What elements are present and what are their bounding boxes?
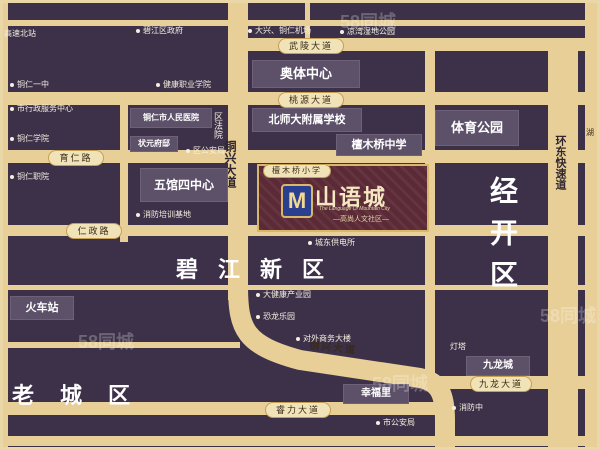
block-hospital: 铜仁市人民医院 (130, 108, 212, 128)
road-yuren (0, 150, 600, 163)
project-en: The Language Of Mountain City (319, 206, 390, 212)
project-mall[interactable]: 檀木桥小学 M 山语城 The Language Of Mountain Cit… (257, 164, 429, 232)
project-school-tag: 檀木桥小学 (263, 164, 331, 178)
poi-lighthouse: 灯塔 (450, 342, 466, 351)
poi-dot (186, 148, 190, 153)
road-bottom (0, 436, 600, 446)
watermark-58-c: 58同城 (372, 374, 429, 394)
poi-dot (452, 405, 456, 410)
poi-dot (136, 212, 140, 217)
poi-fire-center: 消防中 (452, 403, 483, 413)
block-aoti: 奥体中心 (252, 60, 360, 88)
block-wuguan: 五馆四中心 (140, 168, 228, 202)
project-name: 山语城 (315, 185, 388, 210)
block-zhuangyuan: 状元府邸 (130, 136, 178, 152)
poi-health-college: 健康职业学院 (156, 80, 211, 90)
poi-gaosu-north: 高速北站 (4, 29, 36, 38)
poi-business-tower: 对外商务大楼 (296, 334, 351, 344)
road-label-wuling: 武陵大道 (278, 38, 344, 54)
poi-dot (376, 420, 380, 425)
block-beishi: 北师大附属学校 (252, 108, 362, 132)
poi-tongren-no1: 铜仁一中 (10, 80, 49, 90)
road-tongxing-vertical (228, 0, 248, 300)
road-label-tongxing-vertical: 铜兴大道 (223, 140, 247, 188)
poi-district-police: 区公安局 (186, 146, 225, 156)
poi-tongren-zhiyuan: 铜仁职院 (10, 172, 49, 182)
poi-dot (340, 29, 344, 34)
poi-dot (136, 28, 140, 33)
road-huandong (548, 38, 578, 450)
poi-dot (296, 336, 300, 341)
district-bijiang: 碧江新区 (176, 257, 345, 282)
road-v3 (425, 38, 435, 388)
poi-dot (156, 82, 160, 87)
poi-dino-park: 恐龙乐园 (256, 312, 295, 322)
block-tiyu-park: 体育公园 (435, 110, 519, 146)
poi-lake: 湖 (586, 128, 594, 137)
project-slogan: —高尚人文社区— (333, 216, 389, 223)
road-label-jiulong: 九龙大道 (470, 376, 532, 392)
road-label-yuren: 育仁路 (48, 150, 104, 166)
road-v6 (585, 0, 600, 450)
district-jingkai-label: 经开区 (487, 176, 518, 302)
block-tanmuqiao-mid: 檀木桥中学 (336, 134, 422, 156)
poi-admin-center: 市行政服务中心 (10, 104, 73, 114)
poi-bijiang-gov: 碧江区政府 (136, 26, 183, 36)
poi-dot (248, 28, 252, 33)
poi-tongren-college: 铜仁学院 (10, 134, 49, 144)
block-train-station: 火车站 (10, 296, 74, 320)
poi-power-station: 城东供电所 (308, 238, 355, 248)
watermark-58-b: 58同城 (340, 12, 397, 32)
district-laocheng: 老城区 (12, 383, 157, 408)
poi-dot (308, 240, 312, 245)
poi-fire-training: 消防培训基地 (136, 210, 191, 220)
road-label-renzheng: 仁政路 (66, 223, 122, 239)
road-label-taoyuan: 桃源大道 (278, 92, 344, 108)
district-jingkai: 经开区 (476, 176, 518, 302)
poi-health-park: 大健康产业园 (256, 290, 311, 300)
road-label-ruili: 睿力大道 (265, 402, 331, 418)
watermark-58-a: 58同城 (78, 332, 135, 352)
poi-dot (10, 106, 14, 111)
poi-dot (256, 314, 260, 319)
watermark-58-d: 58同城 (540, 306, 597, 326)
poi-liangwan: 凉湾湿地公园 (340, 27, 395, 37)
poi-city-police: 市公安局 (376, 418, 415, 428)
poi-dot (10, 174, 14, 179)
poi-dot (10, 136, 14, 141)
road-v5 (305, 0, 310, 40)
road-left-v (0, 0, 8, 450)
road-ruili (0, 402, 450, 415)
road-label-huandong: 环东快速道 (554, 135, 566, 190)
road-top (0, 20, 600, 26)
road-mid (0, 285, 600, 290)
poi-airport: 大兴、铜仁机场 (248, 26, 311, 36)
road-lower (0, 342, 240, 348)
road-v7 (236, 0, 243, 40)
poi-dot (256, 292, 260, 297)
block-xingfuli: 幸福里 (343, 384, 409, 404)
project-logo: M (281, 184, 313, 218)
poi-dot (10, 82, 14, 87)
block-qufayuan: 区法院 (213, 112, 223, 139)
road-v2 (120, 92, 128, 242)
block-jiulongcheng: 九龙城 (466, 356, 530, 376)
